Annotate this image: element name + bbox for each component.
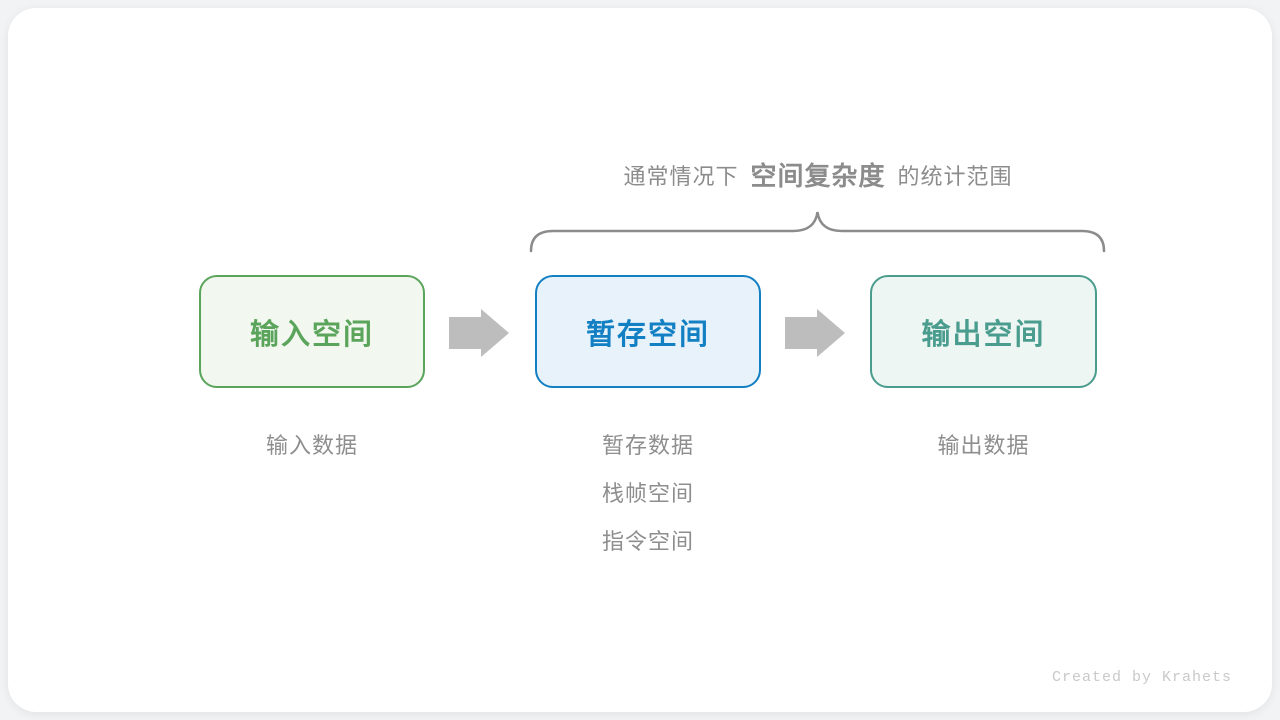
title-prefix: 通常情况下 [623, 164, 739, 189]
box-temp-space-label: 暂存空间 [585, 318, 710, 351]
box-input-space-label: 输入空间 [249, 318, 374, 351]
diagram-title: 通常情况下空间复杂度的统计范围 [508, 156, 1128, 193]
diagram-card: 通常情况下空间复杂度的统计范围 输入空间 暂存空间 输出空间 输入数据 暂存数据… [8, 8, 1272, 712]
right-arrow-icon [449, 309, 509, 357]
box-output-space: 输出空间 [870, 275, 1097, 388]
annotation-input-space: 输入数据 [199, 422, 425, 470]
annotation-line: 指令空间 [601, 529, 694, 554]
box-temp-space: 暂存空间 [535, 275, 761, 388]
curly-brace [529, 211, 1106, 253]
credit-text: Created by Krahets [1051, 669, 1232, 686]
annotation-line: 输出数据 [937, 433, 1030, 458]
right-arrow-icon [785, 309, 845, 357]
annotation-line: 暂存数据 [601, 433, 694, 458]
box-input-space: 输入空间 [199, 275, 425, 388]
annotation-line: 输入数据 [265, 433, 358, 458]
title-highlight: 空间复杂度 [750, 161, 886, 191]
annotation-temp-space: 暂存数据 栈帧空间 指令空间 [535, 422, 761, 566]
box-output-space-label: 输出空间 [921, 318, 1046, 351]
annotation-line: 栈帧空间 [601, 481, 694, 506]
annotation-output-space: 输出数据 [870, 422, 1097, 470]
title-suffix: 的统计范围 [897, 164, 1013, 189]
